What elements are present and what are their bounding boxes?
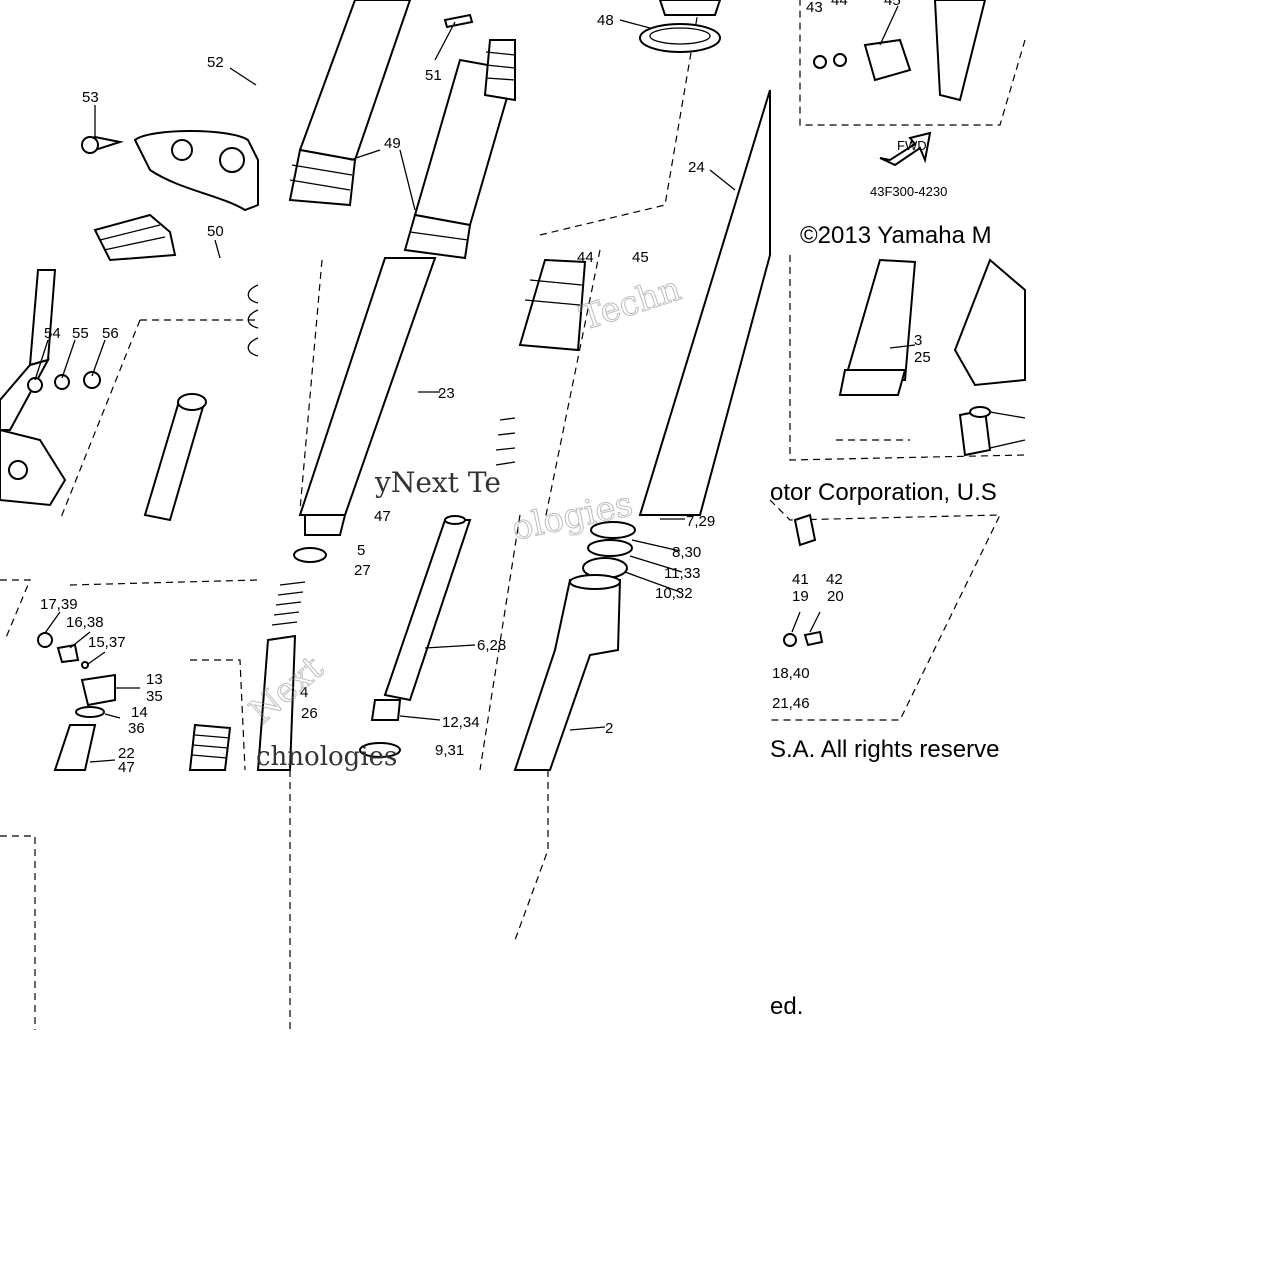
callout-26: 26 [301, 705, 318, 722]
watermark-ologies: ologies [509, 484, 637, 548]
rebound-spring-4 [256, 514, 347, 771]
callout-18-40: 18,40 [772, 665, 810, 682]
boot-lower-small [495, 417, 516, 466]
watermark-techn: Techn [575, 269, 685, 339]
callout-5: 5 [357, 542, 365, 559]
callout-4: 4 [300, 684, 308, 701]
fork-outer-tubes [288, 0, 517, 260]
copyright-line3: S.A. All rights reserve [770, 736, 999, 763]
lower-fork-leg-2 [513, 574, 622, 771]
callout-47-lower: 47 [118, 759, 135, 776]
callout-55: 55 [72, 325, 89, 342]
outer-tube-24 [518, 89, 771, 516]
callout-7-29: 7,29 [686, 513, 715, 530]
copyright-line2: otor Corporation, U.S [770, 479, 997, 506]
oil-lock-piece-12 [359, 699, 402, 758]
callout-56: 56 [102, 325, 119, 342]
callout-13: 13 [146, 671, 163, 688]
drain-bolts-41-42 [783, 513, 824, 647]
callout-50: 50 [207, 223, 224, 240]
watermark-chnologies: chnologies [256, 742, 397, 772]
callout-labels: 52 53 51 48 43 44 45 49 50 24 44 45 54 5… [40, 0, 931, 776]
callout-48: 48 [597, 12, 614, 29]
callout-42: 42 [826, 571, 843, 588]
callout-3: 3 [914, 332, 922, 349]
copyright-line4: ed. [770, 993, 803, 1020]
fork-slider-3 [838, 258, 917, 396]
callout-23: 23 [438, 385, 455, 402]
callout-22: 22 [118, 745, 135, 762]
callout-52: 52 [207, 54, 224, 71]
callout-19: 19 [792, 588, 809, 605]
callout-44-lower: 44 [577, 249, 594, 266]
callout-47: 47 [374, 508, 391, 525]
callout-6-28: 6,28 [477, 637, 506, 654]
callout-43: 43 [806, 0, 823, 16]
callout-36: 36 [128, 720, 145, 737]
callout-45-lower: 45 [632, 249, 649, 266]
washers-54-56 [27, 371, 101, 393]
callout-9-31: 9,31 [435, 742, 464, 759]
callout-20: 20 [827, 588, 844, 605]
callout-51: 51 [425, 67, 442, 84]
callout-35: 35 [146, 688, 163, 705]
callout-54: 54 [44, 325, 61, 342]
callout-27: 27 [354, 562, 371, 579]
axle-holder-lower [953, 258, 1026, 457]
callout-21-46: 21,46 [772, 695, 810, 712]
fork-boot-small [93, 213, 177, 262]
callout-24: 24 [688, 159, 705, 176]
damper-rod-6 [383, 515, 472, 702]
callout-8-30: 8,30 [672, 544, 701, 561]
catalog-code: 43F300-4230 [870, 184, 947, 199]
callout-10-32: 10,32 [655, 585, 693, 602]
callout-11-33: 11,33 [664, 565, 700, 582]
spring-coils-left [247, 284, 259, 357]
dashed-group-outlines [0, 0, 1026, 1030]
callout-49: 49 [384, 135, 401, 152]
callout-leaders [34, 5, 1026, 763]
cap-bolt-parts-13-17 [37, 632, 232, 771]
callout-25: 25 [914, 349, 931, 366]
callout-15-37: 15,37 [88, 634, 126, 651]
callout-2: 2 [605, 720, 613, 737]
callout-45-top: 45 [884, 0, 901, 9]
clamp-band-48 [639, 0, 722, 53]
callout-16-38: 16,38 [66, 614, 104, 631]
watermark-ynext: yNext Te [374, 466, 501, 499]
triple-clamp-upper [81, 130, 259, 212]
callout-12-34: 12,34 [442, 714, 480, 731]
callout-53: 53 [82, 89, 99, 106]
bolt-51 [443, 13, 474, 29]
copyright-notice: ©2013 Yamaha M otor Corporation, U.S S.A… [770, 222, 999, 1020]
callout-14: 14 [131, 704, 148, 721]
fwd-label: FWD [897, 138, 927, 153]
fwd-arrow-icon: FWD [879, 131, 932, 167]
callout-17-39: 17,39 [40, 596, 78, 613]
axle-holder-top [813, 0, 987, 102]
callout-41: 41 [792, 571, 809, 588]
seals-7-11 [582, 521, 636, 579]
copyright-line1: ©2013 Yamaha M [800, 222, 992, 249]
fork-tube-left [143, 393, 207, 522]
callout-44: 44 [831, 0, 848, 9]
